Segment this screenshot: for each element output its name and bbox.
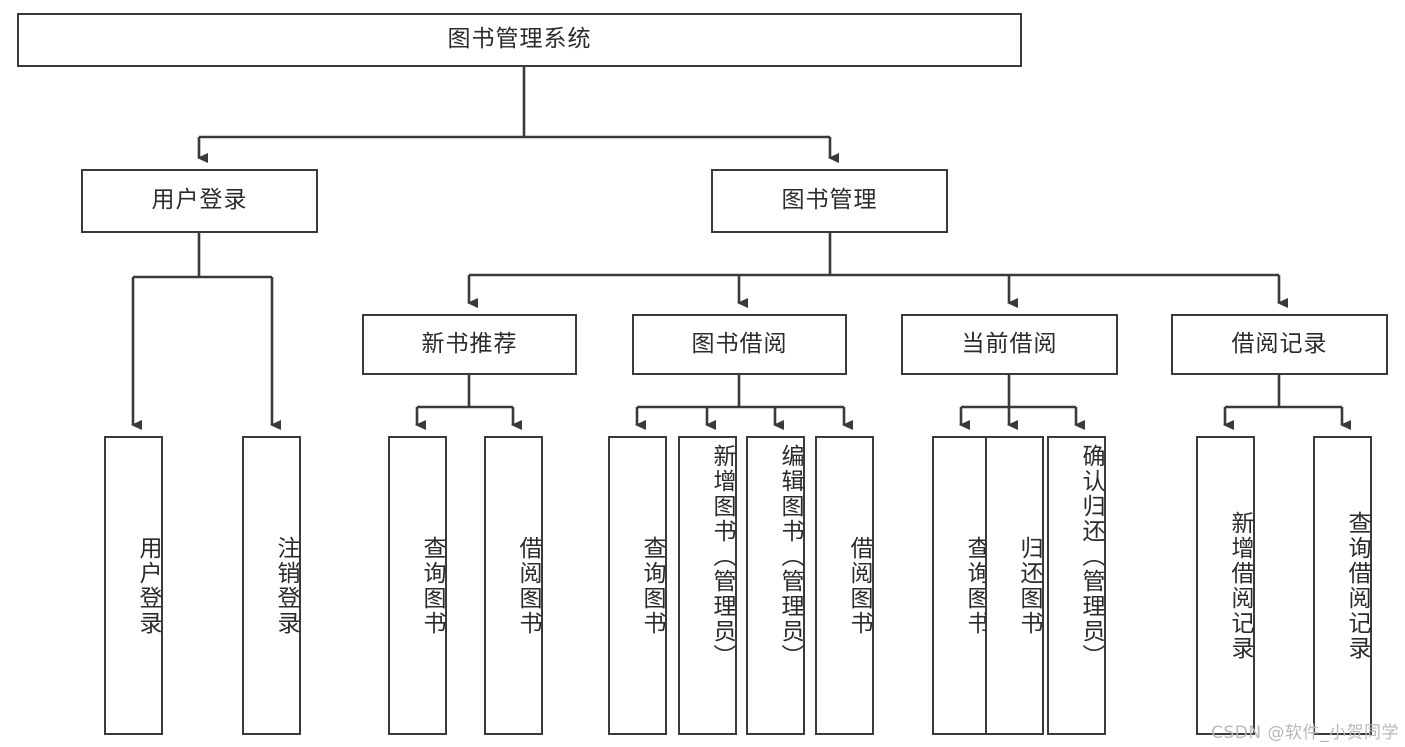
node-label: 确认归还（管理员） <box>1078 444 1104 669</box>
node-label: 新书推荐 <box>421 330 518 357</box>
node-leaf-borrow-book-2[interactable]: 借阅图书 <box>815 436 874 735</box>
node-label: 查询借阅记录 <box>1344 510 1370 661</box>
node-leaf-add-record[interactable]: 新增借阅记录 <box>1196 436 1255 735</box>
node-label: 注销登录 <box>273 535 299 636</box>
node-label: 查询图书 <box>963 535 989 636</box>
node-leaf-confirm-return[interactable]: 确认归还（管理员） <box>1047 436 1106 735</box>
node-label: 当前借阅 <box>961 330 1058 357</box>
node-leaf-edit-book[interactable]: 编辑图书（管理员） <box>746 436 805 735</box>
node-root-system[interactable]: 图书管理系统 <box>17 13 1022 67</box>
node-leaf-add-book[interactable]: 新增图书（管理员） <box>678 436 737 735</box>
node-label: 新增借阅记录 <box>1227 510 1253 661</box>
node-new-book-recommend[interactable]: 新书推荐 <box>362 314 577 375</box>
node-label: 借阅图书 <box>846 535 872 636</box>
node-label: 用户登录 <box>135 535 161 636</box>
node-label: 用户登录 <box>151 187 248 214</box>
node-label: 图书管理系统 <box>447 26 592 53</box>
node-leaf-return-book[interactable]: 归还图书 <box>985 436 1044 735</box>
node-label: 归还图书 <box>1016 535 1042 636</box>
node-leaf-query-book-1[interactable]: 查询图书 <box>388 436 447 735</box>
node-leaf-query-record[interactable]: 查询借阅记录 <box>1313 436 1372 735</box>
node-user-login[interactable]: 用户登录 <box>81 169 318 233</box>
node-leaf-user-logout[interactable]: 注销登录 <box>242 436 301 735</box>
node-label: 图书借阅 <box>691 330 788 357</box>
csdn-watermark: CSDN @软件_小贺同学 <box>1211 723 1399 743</box>
node-label: 新增图书（管理员） <box>709 444 735 669</box>
node-leaf-query-book-3[interactable]: 查询图书 <box>932 436 991 735</box>
node-label: 图书管理 <box>781 187 878 214</box>
node-leaf-borrow-book-1[interactable]: 借阅图书 <box>484 436 543 735</box>
node-label: 编辑图书（管理员） <box>777 444 803 669</box>
node-label: 借阅记录 <box>1231 330 1328 357</box>
node-label: 借阅图书 <box>515 535 541 636</box>
node-book-manage[interactable]: 图书管理 <box>711 169 948 233</box>
node-current-borrow[interactable]: 当前借阅 <box>901 314 1118 375</box>
node-label: 查询图书 <box>639 535 665 636</box>
node-leaf-query-book-2[interactable]: 查询图书 <box>608 436 667 735</box>
node-label: 查询图书 <box>419 535 445 636</box>
node-book-borrow[interactable]: 图书借阅 <box>632 314 847 375</box>
node-leaf-user-login[interactable]: 用户登录 <box>104 436 163 735</box>
node-borrow-record[interactable]: 借阅记录 <box>1171 314 1388 375</box>
